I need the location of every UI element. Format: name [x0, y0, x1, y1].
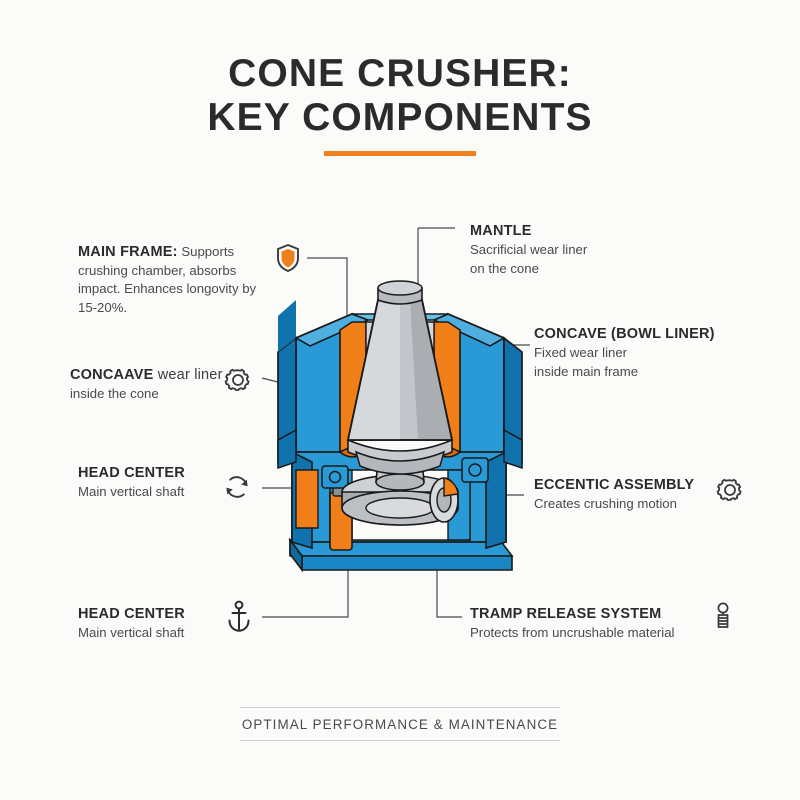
head-center-bottom-body: Main vertical shaft [78, 625, 185, 640]
gear-icon [224, 366, 252, 394]
page-title: CONE CRUSHER: KEY COMPONENTS [0, 52, 800, 156]
main-frame-title: MAIN FRAME: [78, 244, 178, 260]
spring-coil-icon [708, 596, 738, 636]
tramp-release-body: Protects from uncrushable material [470, 625, 675, 640]
gear-icon [716, 476, 744, 504]
callout-tramp-release: TRAMP RELEASE SYSTEM Protects from uncru… [470, 605, 720, 643]
anchor-icon [226, 600, 252, 634]
mantle-cone [346, 280, 454, 475]
callout-head-center-top: HEAD CENTER Main vertical shaft [78, 464, 253, 502]
machine-base [288, 537, 514, 573]
callout-eccentic-assembly: ECCENTIC ASSEMBLY Creates crushing motio… [534, 476, 734, 514]
title-line-1: CONE CRUSHER: [228, 52, 572, 95]
footer-divider-bottom [240, 740, 560, 741]
mantle-body-line-2: on the cone [470, 260, 539, 276]
mantle-title: MANTLE [470, 223, 532, 239]
head-center-bottom-title: HEAD CENTER [78, 606, 185, 622]
concave-bowl-title: CONCAVE (BOWL LINER) [534, 326, 715, 342]
callout-concave-cone: CONCAAVE wear liner inside the cone [70, 366, 245, 404]
mantle-body-line-1: Sacrificial wear liner [470, 242, 588, 257]
callout-head-center-bottom: HEAD CENTER Main vertical shaft [78, 605, 253, 643]
eccentic-assembly-body: Creates crushing motion [534, 496, 677, 511]
callout-concave-bowl: CONCAVE (BOWL LINER) Fixed wear liner in… [534, 325, 764, 381]
main-frame-body: Supports crushing chamber, absorbs impac… [78, 244, 257, 315]
concave-cone-title: CONCAAVE wear liner [70, 367, 223, 383]
concave-cone-body: inside the cone [70, 386, 159, 401]
title-line-2: KEY COMPONENTS [207, 96, 593, 139]
head-center-top-title: HEAD CENTER [78, 465, 185, 481]
head-center-top-body: Main vertical shaft [78, 484, 185, 499]
shield-icon [275, 243, 301, 273]
main-frame-text: MAIN FRAME: Supports crushing chamber, a… [78, 243, 258, 317]
concave-cone-title-rest: wear liner [153, 367, 223, 383]
title-underline-accent [324, 151, 476, 156]
footer-text: OPTIMAL PERFORMANCE & MAINTENANCE [241, 717, 559, 732]
tramp-release-title: TRAMP RELEASE SYSTEM [470, 606, 662, 622]
callout-main-frame: MAIN FRAME: Supports crushing chamber, a… [78, 243, 258, 317]
footer-divider-top [240, 707, 560, 708]
concave-bowl-body-line-2: inside main frame [534, 363, 639, 379]
footer: OPTIMAL PERFORMANCE & MAINTENANCE [240, 707, 560, 741]
callout-mantle: MANTLE Sacrificial wear liner on the con… [470, 222, 680, 278]
concave-bowl-body-line-1: Fixed wear liner [534, 345, 628, 360]
eccentric-assembly-part [341, 474, 459, 526]
refresh-arrows-icon [222, 472, 252, 502]
eccentic-assembly-title: ECCENTIC ASSEMBLY [534, 477, 695, 493]
